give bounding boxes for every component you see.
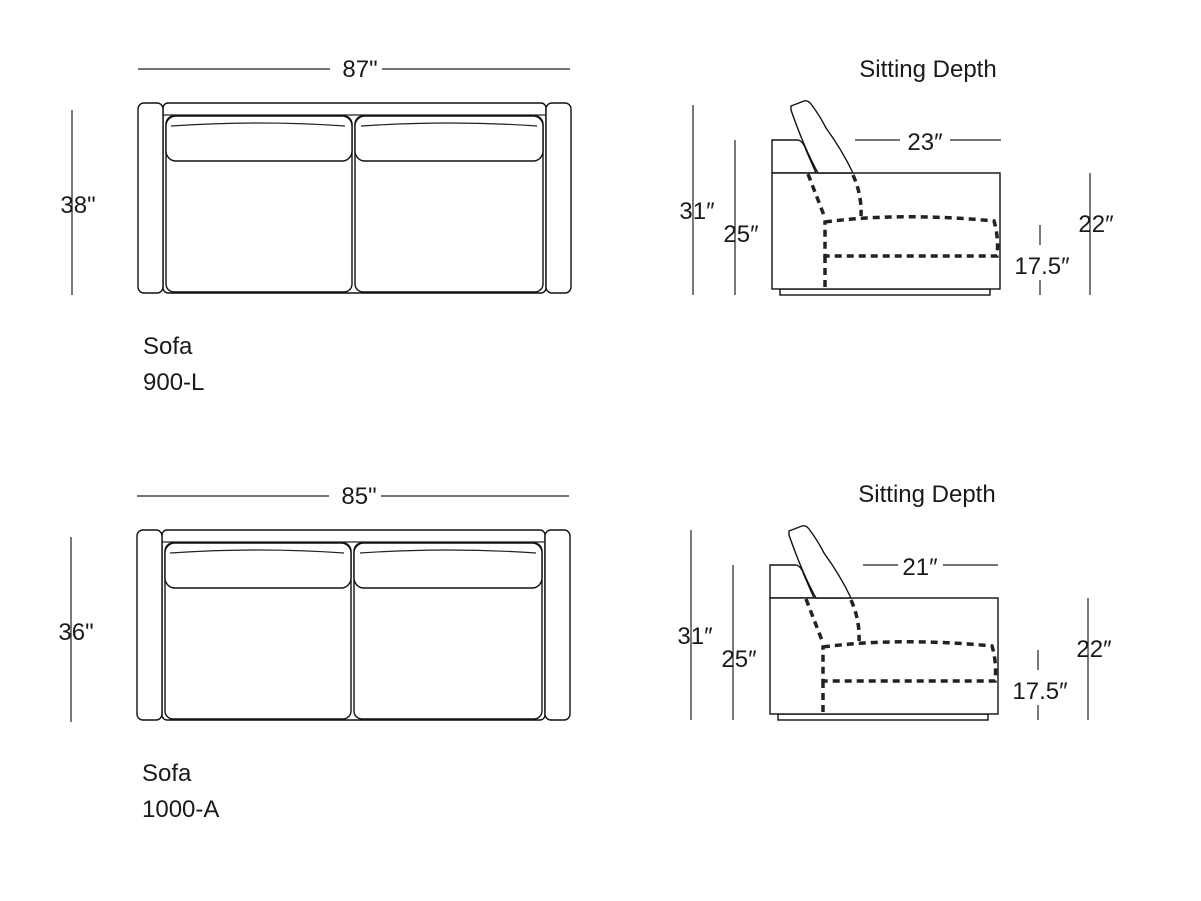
top-view: 85" 36" Sofa 1000-A — [58, 483, 571, 823]
sofa-name: Sofa — [143, 333, 193, 360]
seat-front-height-label: 22″ — [1076, 636, 1112, 663]
sofa-side-body — [769, 597, 999, 715]
total-height-label: 31″ — [677, 623, 713, 650]
arm-height-label: 25″ — [723, 221, 759, 248]
sofa-name: Sofa — [142, 760, 192, 787]
seat-height-label: 17.5″ — [1012, 678, 1068, 705]
left-arm — [136, 529, 163, 721]
width-label: 87" — [342, 56, 377, 83]
back-cushion-side — [788, 525, 853, 599]
total-height-label: 31″ — [679, 198, 715, 225]
back-cushion-side — [790, 100, 855, 174]
side-view-title: Sitting Depth — [858, 481, 995, 508]
back-cushion-right — [353, 542, 543, 589]
sofa-model: 900-L — [143, 369, 204, 396]
depth-label: 38" — [60, 192, 95, 219]
side-view: Sitting Depth 23″ 31″ 25″ 22″ 17.5″ — [679, 56, 1114, 296]
sofa-2: 85" 36" Sofa 1000-A Sitting Depth — [58, 481, 1112, 823]
back-cushion-left — [164, 542, 352, 589]
depth-label: 36" — [58, 619, 93, 646]
sofa-model: 1000-A — [142, 796, 219, 823]
left-arm — [137, 102, 164, 294]
sofa-side-body — [771, 172, 1001, 290]
width-label: 85" — [341, 483, 376, 510]
side-view: Sitting Depth 21″ 31″ 25″ 22″ 17.5″ — [677, 481, 1112, 721]
back-cushion-right — [354, 115, 544, 162]
arm-height-label: 25″ — [721, 646, 757, 673]
right-arm — [544, 529, 571, 721]
sofa-1: 87" 38" Sofa 900-L Sitting Depth 2 — [60, 56, 1114, 396]
right-arm — [545, 102, 572, 294]
sitting-depth-label: 21″ — [902, 554, 938, 581]
top-view: 87" 38" Sofa 900-L — [60, 56, 572, 396]
seat-height-label: 17.5″ — [1014, 253, 1070, 280]
sitting-depth-label: 23″ — [907, 129, 943, 156]
side-view-title: Sitting Depth — [859, 56, 996, 83]
back-cushion-left — [165, 115, 353, 162]
seat-front-height-label: 22″ — [1078, 211, 1114, 238]
